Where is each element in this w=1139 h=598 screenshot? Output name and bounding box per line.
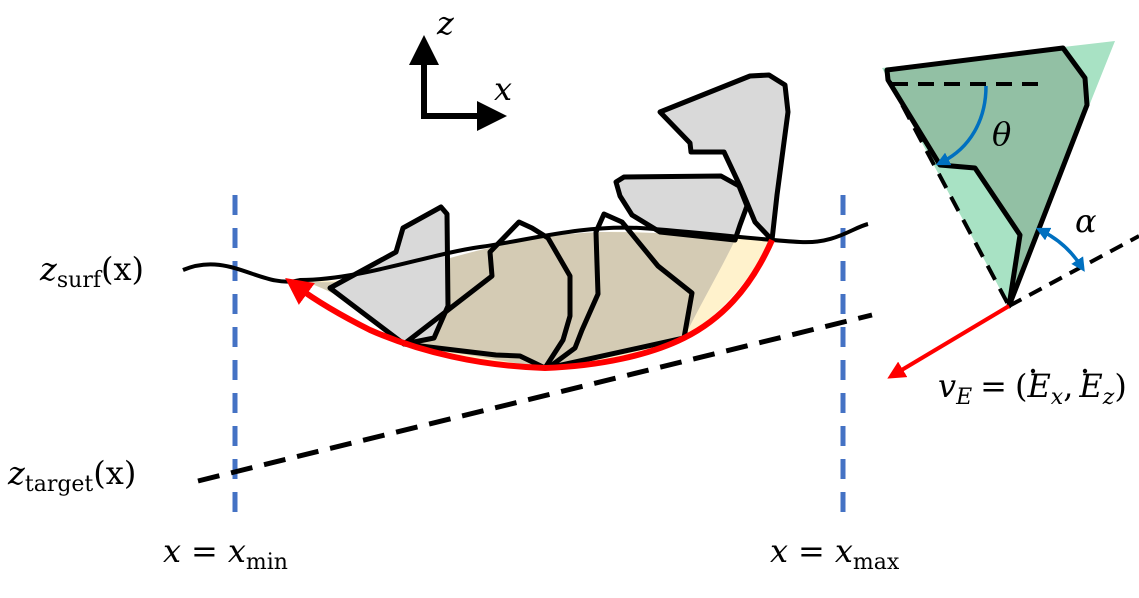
theta-angle-arrow xyxy=(935,85,988,166)
bucket-detail: θ α xyxy=(882,41,1139,379)
z-axis-label: z xyxy=(436,4,455,42)
z-target-label: ztarget(x) xyxy=(7,454,136,497)
coordinate-axes: z x xyxy=(409,4,512,131)
x-max-label: x=xmax xyxy=(770,532,900,575)
theta-label: θ xyxy=(992,115,1011,153)
bucket-trajectory xyxy=(285,238,775,372)
x-axis-label: x xyxy=(494,70,512,108)
x-min-label: x=xmin xyxy=(163,532,288,575)
alpha-label: α xyxy=(1075,202,1097,240)
ez-dot xyxy=(1082,368,1088,374)
bucket-detail-shape xyxy=(884,45,1090,309)
velocity-label: vE=(Ex,Ez) xyxy=(938,367,1127,410)
bucket-edge-ref xyxy=(888,81,1011,307)
bucket-snapshot-4 xyxy=(613,173,750,243)
bucket-snapshot-3 xyxy=(545,211,695,371)
bucket-snapshot-1 xyxy=(327,204,451,347)
alpha-angle-arrow xyxy=(1035,227,1085,272)
z-surf-label: zsurf(x) xyxy=(39,250,144,293)
ex-dot xyxy=(1030,368,1036,374)
target-profile-line xyxy=(197,312,873,484)
velocity-arrow xyxy=(887,304,1011,379)
